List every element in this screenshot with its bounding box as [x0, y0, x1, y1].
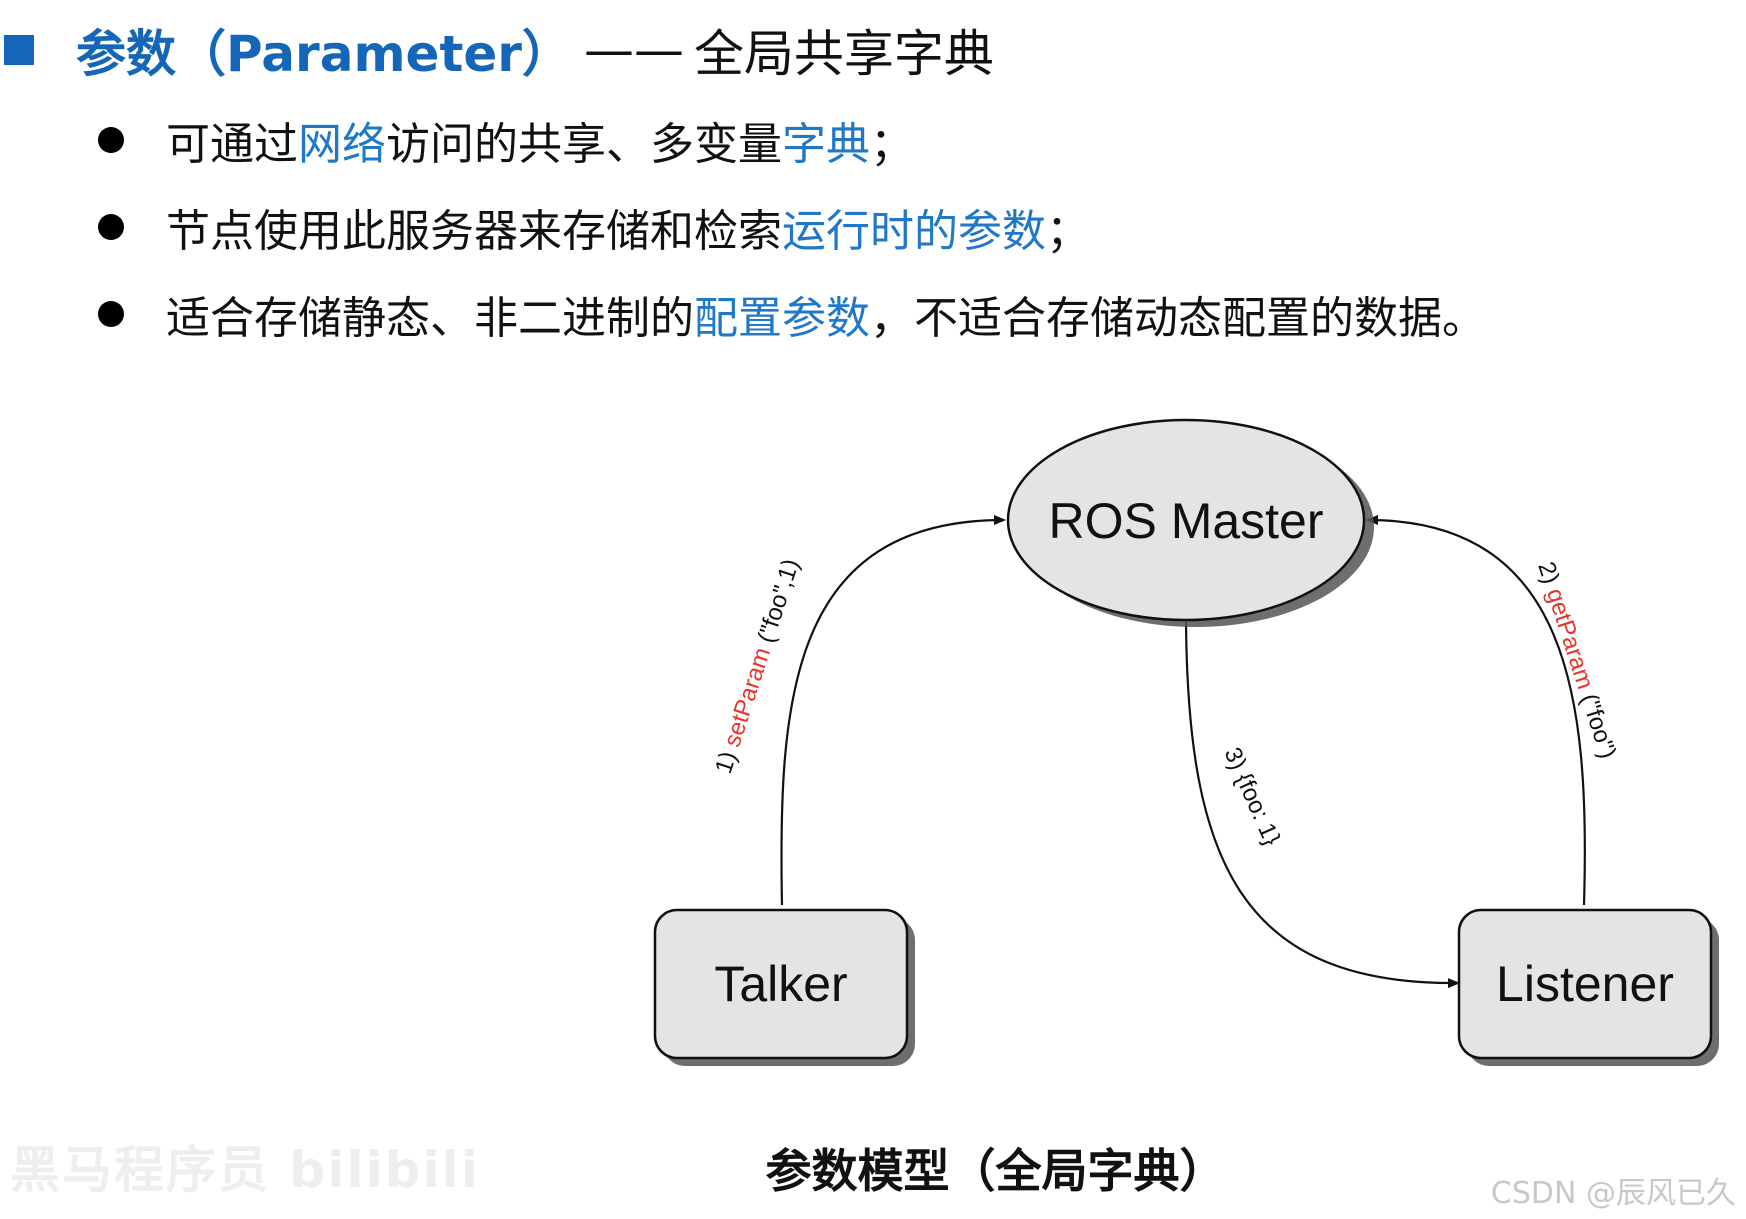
get-param-label: 2) getParam ("foo") [1532, 559, 1621, 762]
talker-node-label: Talker [714, 956, 847, 1012]
title-square-icon [4, 35, 34, 65]
bullet-text: 可通过网络访问的共享、多变量字典； [166, 108, 914, 172]
title-separator: —— [583, 21, 684, 79]
diagram-caption: 参数模型（全局字典） [765, 1144, 1226, 1198]
set-param-arrow [780, 515, 1006, 906]
watermark-right: CSDN @辰风已久 [1490, 1176, 1736, 1211]
bullet-dot-icon [98, 127, 124, 153]
bullet-dot-icon [98, 301, 124, 327]
reply-label: 3) {foo: 1} [1219, 743, 1286, 849]
bullet-text-highlight: 字典 [782, 119, 870, 170]
master-node [1006, 418, 1366, 622]
bullet-text-plain: ； [1046, 206, 1090, 257]
set-param-label-args: ("foo",1) [750, 556, 804, 653]
master-node-label: ROS Master [1048, 493, 1323, 549]
bullet-dot-icon [98, 214, 124, 240]
bullet-text-highlight: 配置参数 [694, 293, 870, 344]
diagram-caption-wrap: 参数模型（全局字典） [0, 1135, 1746, 1201]
bullet-text-plain: ； [870, 119, 914, 170]
bullet-text: 适合存储静态、非二进制的配置参数，不适合存储动态配置的数据。 [166, 282, 1486, 346]
bullet-text-plain: 访问的共享、多变量 [386, 119, 782, 170]
get-param-arrow [1366, 515, 1586, 906]
listener-node-label: Listener [1496, 956, 1674, 1012]
reply-arrow [1184, 621, 1460, 989]
slide-title: 参数（Parameter） —— 全局共享字典 [0, 20, 994, 83]
bullet-text-highlight: 运行时的参数 [782, 206, 1046, 257]
bullet-text-plain: 可通过 [166, 119, 298, 170]
get-param-label-method: getParam [1541, 585, 1599, 692]
bullet-text-plain: 节点使用此服务器来存储和检索 [166, 206, 782, 257]
bullet-text-highlight: 网络 [298, 119, 386, 170]
bullet-text: 节点使用此服务器来存储和检索运行时的参数； [166, 195, 1090, 259]
set-param-label-method: setParam [719, 644, 776, 750]
set-param-label: 1) setParam ("foo",1) [710, 556, 805, 777]
bullet-text-plain: ，不适合存储动态配置的数据。 [870, 293, 1486, 344]
listener-node [1457, 908, 1713, 1060]
bullet-text-plain: 适合存储静态、非二进制的 [166, 293, 694, 344]
talker-node [653, 908, 909, 1060]
title-subtitle: 全局共享字典 [693, 25, 994, 83]
watermark-left: 黑马程序员 bilibili [10, 1141, 480, 1199]
title-main: 参数（Parameter） [76, 25, 572, 83]
